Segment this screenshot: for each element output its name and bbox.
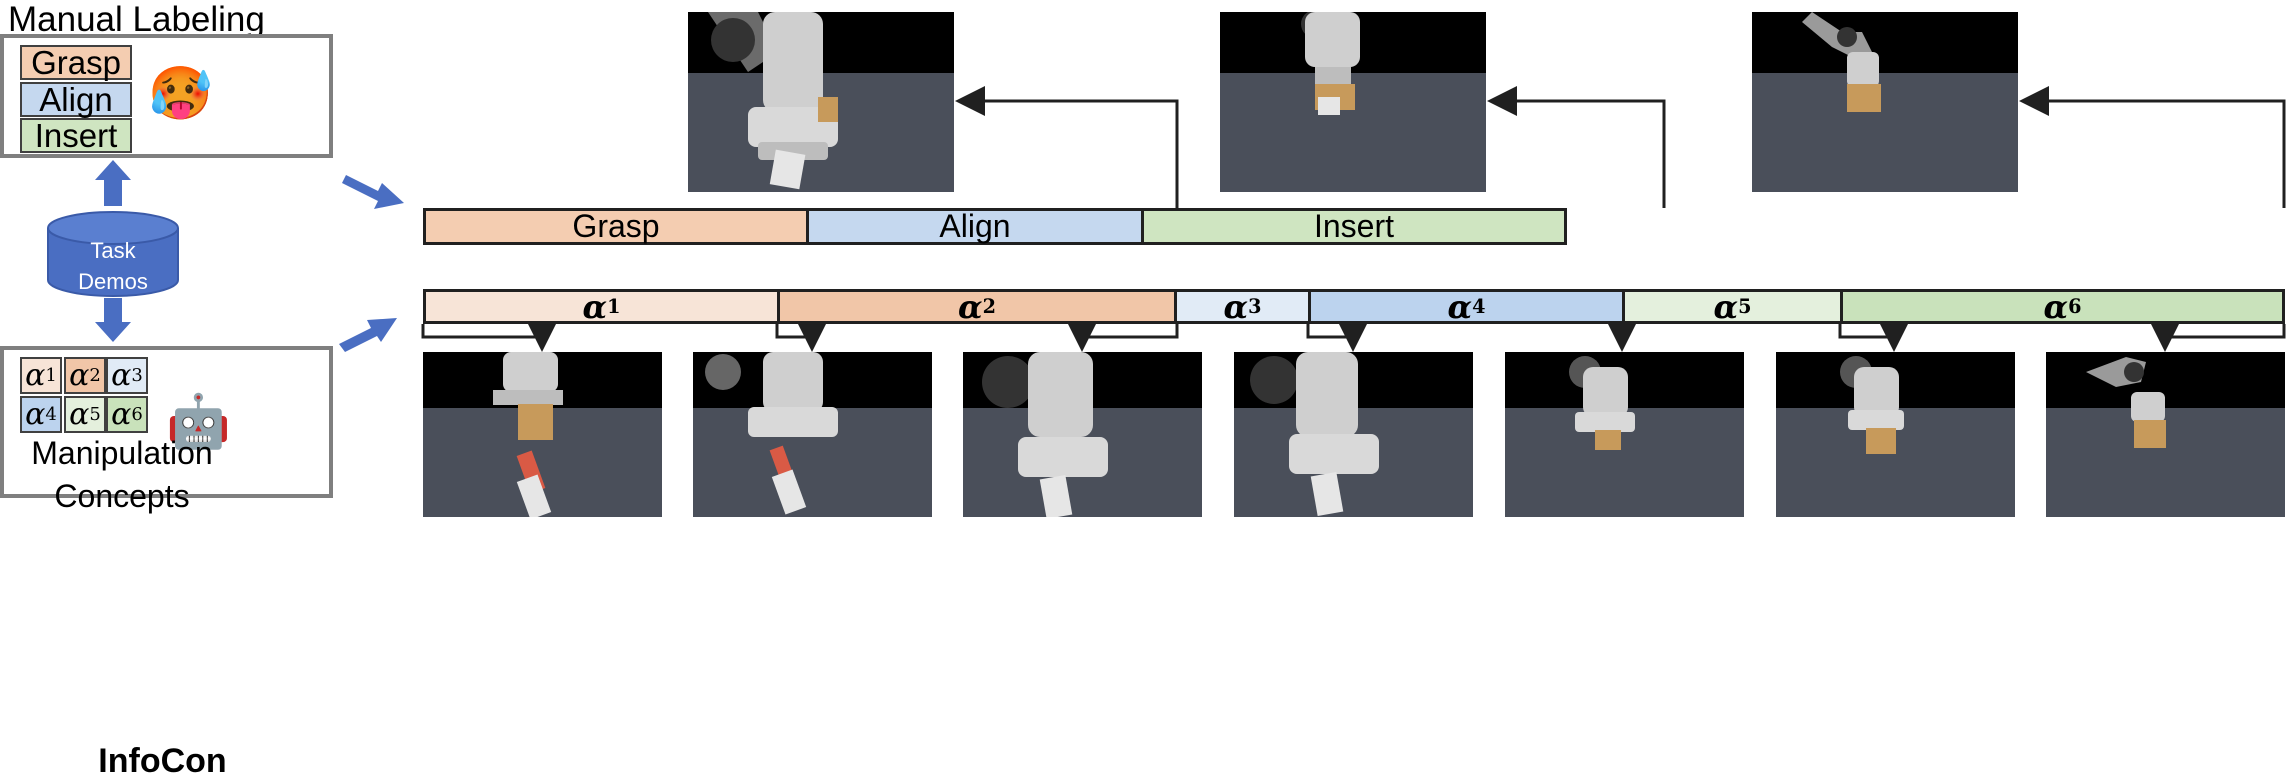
robot-frame-bottom-6 xyxy=(1776,352,2015,517)
concept-idx: 4 xyxy=(45,404,57,425)
concept-idx: 2 xyxy=(89,365,101,386)
diagonal-arrow-upper-icon xyxy=(342,175,404,209)
concept-idx: 6 xyxy=(131,404,143,425)
robot-frame-bottom-1 xyxy=(423,352,662,517)
robot-frame-bottom-2 xyxy=(693,352,932,517)
manual-labeling-title: Manual Labeling xyxy=(8,0,265,39)
label-grasp: Grasp xyxy=(20,44,132,81)
concept-sym: α xyxy=(111,358,132,393)
task-demos-label: Task Demos xyxy=(48,236,178,298)
robot-frame-top-grasp xyxy=(688,12,954,192)
robot-emoji-icon: 🤖 xyxy=(166,393,231,451)
alpha-idx: 1 xyxy=(607,295,621,318)
connector-bottom-7 xyxy=(2150,322,2286,352)
concept-sym: α xyxy=(69,397,90,432)
robot-frame-bottom-3 xyxy=(963,352,1202,517)
alpha-sym: α xyxy=(958,287,983,326)
manipulation-concepts-line-1: Manipulation xyxy=(31,435,213,471)
database-icon xyxy=(47,211,179,297)
label-align: Align xyxy=(20,81,132,118)
alpha-sym: α xyxy=(1223,287,1249,326)
up-arrow-icon xyxy=(95,160,131,206)
concept-sym: α xyxy=(25,358,46,393)
manipulation-concepts-label: Manipulation Concepts xyxy=(4,432,240,518)
top-segment-align: Align xyxy=(806,208,1144,245)
connector-top-align xyxy=(1487,86,1666,208)
connector-bottom-2 xyxy=(775,322,827,352)
robot-frame-top-insert xyxy=(1752,12,2018,192)
concept-sym: α xyxy=(25,397,46,432)
hot-face-emoji-icon: 🥵 xyxy=(148,65,213,123)
alpha-idx: 5 xyxy=(1738,295,1752,318)
infocon-name: InfoCon xyxy=(98,742,227,780)
connector-top-insert xyxy=(2019,86,2286,208)
connector-top-grasp xyxy=(955,86,1179,208)
connector-bottom-4 xyxy=(1306,322,1368,352)
task-demos-line-1: Task xyxy=(90,238,136,263)
top-segment-grasp: Grasp xyxy=(423,208,809,245)
task-demos-line-2: Demos xyxy=(78,268,148,294)
alpha-idx: 6 xyxy=(2068,295,2082,318)
concept-idx: 1 xyxy=(45,365,57,386)
alpha-sym: α xyxy=(2043,287,2069,326)
diagram-arrows-left xyxy=(47,160,179,342)
label-insert: Insert xyxy=(20,117,132,154)
concept-idx: 5 xyxy=(89,404,101,425)
alpha-sym: α xyxy=(1713,287,1739,326)
concept-idx: 3 xyxy=(131,365,143,386)
connector-bottom-1 xyxy=(421,322,557,352)
connector-bottom-3 xyxy=(1067,322,1179,352)
alpha-idx: 4 xyxy=(1472,295,1486,318)
top-segment-insert: Insert xyxy=(1141,208,1567,245)
concept-sym: α xyxy=(69,358,90,393)
manipulation-concepts-line-2: Concepts xyxy=(54,478,190,515)
down-arrow-icon xyxy=(95,298,131,342)
alpha-idx: 3 xyxy=(1248,295,1262,318)
robot-frame-top-align xyxy=(1220,12,1486,192)
alpha-sym: α xyxy=(1447,287,1473,326)
connector-bottom-6 xyxy=(1838,322,1909,352)
robot-frame-bottom-7 xyxy=(2046,352,2285,517)
concept-sym: α xyxy=(111,397,132,432)
alpha-idx: 2 xyxy=(982,295,996,318)
diagonal-arrow-lower-icon xyxy=(339,318,397,352)
robot-frame-bottom-4 xyxy=(1234,352,1473,517)
robot-frame-bottom-5 xyxy=(1505,352,1744,517)
alpha-sym: α xyxy=(582,287,608,326)
